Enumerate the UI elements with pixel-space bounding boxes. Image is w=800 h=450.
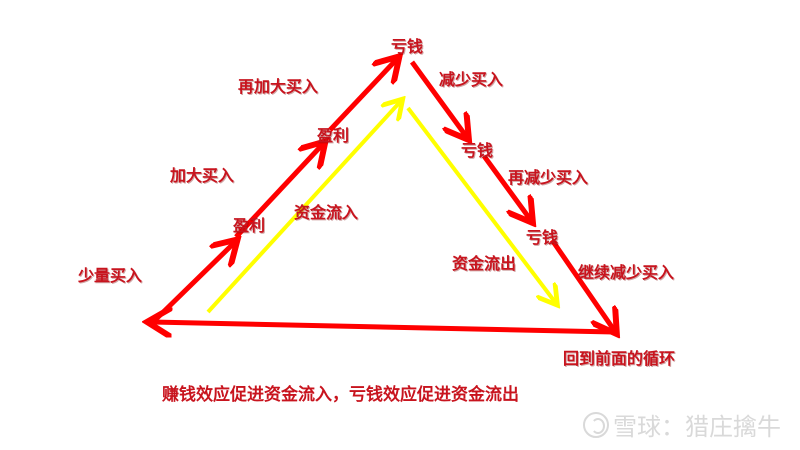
arrow-back-to-cycle [152,322,615,332]
caption: 赚钱效应促进资金流入，亏钱效应促进资金流出 [162,385,519,405]
label-inflow: 资金流入 [294,203,359,222]
label-keep-buying-less: 继续减少买入 [578,263,675,282]
node-profit-upper: 盈利 [317,126,350,145]
arrow-buy-less [409,60,466,136]
arrow-outflow [406,106,555,302]
node-loss-lower: 亏钱 [526,228,559,247]
label-back-to-cycle: 回到前面的循环 [563,349,676,368]
label-buy-small: 少量买入 [78,266,143,285]
label-buy-more-again: 再加大买入 [238,77,319,96]
label-buy-less-again: 再减少买入 [508,168,589,187]
arrow-buy-less-again [481,154,530,219]
node-loss-mid: 亏钱 [461,141,494,160]
arrow-buy-small [148,243,234,327]
watermark-text: 雪球：猎庄擒牛 [613,413,781,441]
xueqiu-logo-icon [583,411,609,438]
label-outflow: 资金流出 [452,254,517,273]
watermark: 雪球：猎庄擒牛 [583,407,781,442]
arrow-buy-more [234,145,322,239]
arrow-buy-more-again [328,60,396,132]
arrow-inflow [206,102,400,314]
label-buy-more: 加大买入 [170,166,235,185]
node-profit-lower: 盈利 [233,216,266,235]
label-buy-less: 减少买入 [439,70,504,89]
arrow-keep-buying-less [549,238,614,330]
node-loss-top: 亏钱 [391,37,424,56]
